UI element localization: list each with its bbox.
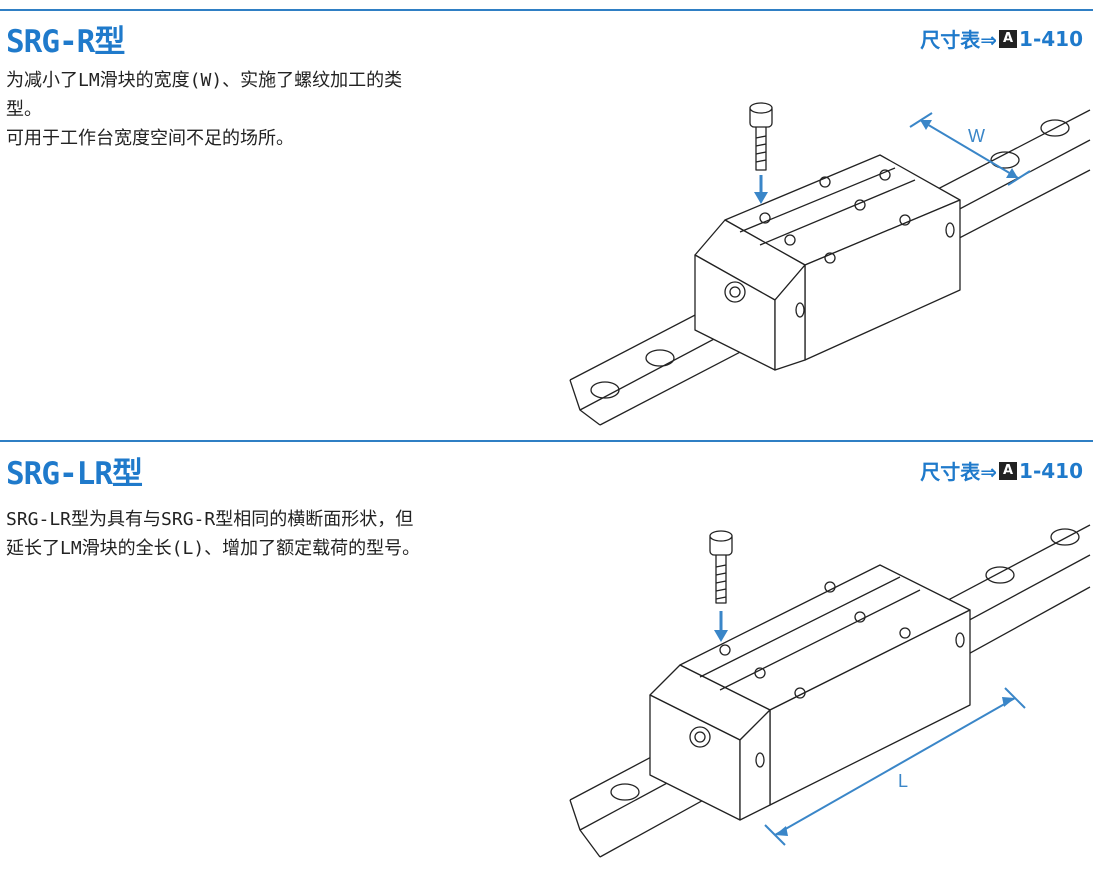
ref-page: 1-410 <box>1019 458 1083 483</box>
section-title-srg-r: SRG-R型 <box>6 24 125 60</box>
catalog-a-icon: A <box>999 29 1018 48</box>
ref-label: 尺寸表⇒ <box>920 28 998 52</box>
description-line: 为减小了LM滑块的宽度(W)、实施了螺纹加工的类 <box>6 70 403 91</box>
srg-lr-block-illustration: L <box>569 524 1091 858</box>
ref-page: 1-410 <box>1019 26 1083 51</box>
dimension-label-l: L <box>898 771 908 791</box>
catalog-a-icon: A <box>999 461 1018 480</box>
section-divider-1 <box>0 9 1093 11</box>
dimension-table-ref-2[interactable]: 尺寸表⇒ A 1-410 <box>920 456 1083 485</box>
ref-label: 尺寸表⇒ <box>920 460 998 484</box>
description-srg-r: 为减小了LM滑块的宽度(W)、实施了螺纹加工的类 型。 可用于工作台宽度空间不足… <box>6 66 566 153</box>
dimension-table-ref-1[interactable]: 尺寸表⇒ A 1-410 <box>920 24 1083 53</box>
dimension-label-w: W <box>968 126 985 146</box>
description-line: 型。 <box>6 99 42 120</box>
description-line: 延长了LM滑块的全长(L)、增加了额定载荷的型号。 <box>6 538 421 559</box>
srg-r-block-illustration: W <box>569 102 1091 426</box>
description-line: SRG-LR型为具有与SRG-R型相同的横断面形状，但 <box>6 509 414 530</box>
section-title-srg-lr: SRG-LR型 <box>6 456 143 492</box>
description-line: 可用于工作台宽度空间不足的场所。 <box>6 128 294 149</box>
description-srg-lr: SRG-LR型为具有与SRG-R型相同的横断面形状，但 延长了LM滑块的全长(L… <box>6 505 566 563</box>
section-divider-2 <box>0 440 1093 442</box>
